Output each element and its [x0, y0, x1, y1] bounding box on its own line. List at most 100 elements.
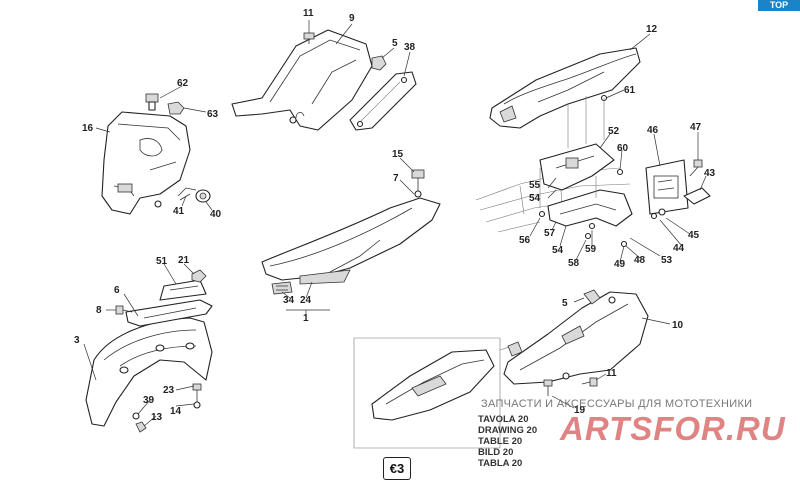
callout-14: 14: [170, 406, 182, 417]
caption-line: TABLE 20: [478, 436, 523, 447]
callout-58: 58: [568, 258, 580, 269]
callout-51: 51: [156, 256, 168, 267]
watermark-logo: ARTSFOR.RU: [560, 410, 786, 447]
callout-47: 47: [690, 122, 702, 133]
bolt-19: [543, 379, 553, 396]
caption-line: DRAWING 20: [478, 425, 538, 436]
bolt-44: [658, 208, 666, 216]
bolt-11-side: [581, 377, 598, 387]
rear-bracket-57: [547, 189, 633, 227]
callout-23: 23: [163, 385, 175, 396]
callout-49: 49: [614, 259, 626, 270]
caption-line: BILD 20: [478, 447, 514, 458]
callout-16: 16: [82, 123, 94, 134]
bolt-45: [650, 212, 658, 220]
fuel-cap: [145, 93, 159, 111]
screw-58: [584, 232, 592, 240]
side-panel-10: [503, 291, 649, 385]
callout-labels: 11 9 5 38 12 61 62 63 16 41 40 15 7 34 2…: [74, 8, 716, 423]
callout-53: 53: [661, 255, 673, 266]
washer-14: [193, 401, 201, 409]
top-corner-tab[interactable]: TOP: [758, 0, 800, 11]
callout-8: 8: [96, 305, 102, 316]
callout-9: 9: [349, 13, 355, 24]
callout-5-top: 5: [392, 38, 398, 49]
clip-5-side: [583, 289, 601, 305]
callout-10: 10: [672, 320, 684, 331]
callout-57: 57: [544, 228, 556, 239]
callout-55: 55: [529, 180, 541, 191]
panel-38: [349, 71, 417, 131]
rear-fender-12: [489, 47, 641, 129]
washer-59: [588, 222, 596, 230]
callout-41: 41: [173, 206, 185, 217]
assembly-guides: [539, 96, 605, 208]
callout-3: 3: [74, 335, 80, 346]
callout-48: 48: [634, 255, 646, 266]
callout-59: 59: [585, 244, 597, 255]
callout-62: 62: [177, 78, 189, 89]
drawing-caption: TAVOLA 20 DRAWING 20 TABLE 20 BILD 20 TA…: [478, 414, 537, 469]
detail-inset-box: [353, 337, 513, 449]
washer-48: [620, 240, 628, 248]
callout-38: 38: [404, 42, 416, 53]
callout-45: 45: [688, 230, 700, 241]
callout-46: 46: [647, 125, 659, 136]
caption-line: TAVOLA 20: [478, 414, 529, 425]
callout-54-upper: 54: [529, 193, 541, 204]
washer-small: [154, 200, 162, 208]
callout-61: 61: [624, 85, 636, 96]
callout-56: 56: [519, 235, 531, 246]
bolt-47: [689, 159, 703, 177]
callout-24: 24: [300, 295, 312, 306]
euro-badge: €3: [383, 457, 411, 480]
cap-bracket: [167, 101, 185, 115]
callout-12: 12: [646, 24, 658, 35]
number-plate-bracket-51: [159, 279, 207, 301]
bolt-23: [192, 383, 202, 402]
license-plate-holder-46: [645, 159, 689, 215]
washer-39: [132, 412, 140, 420]
callout-15: 15: [392, 149, 404, 160]
clip-5-top: [371, 55, 387, 71]
callout-34: 34: [283, 295, 295, 306]
callout-54-lower: 54: [552, 245, 564, 256]
callout-39: 39: [143, 395, 155, 406]
callout-43: 43: [704, 168, 716, 179]
fuel-tank-cover: [101, 111, 191, 215]
nut-21: [191, 269, 207, 283]
callout-21: 21: [178, 255, 190, 266]
callout-1: 1: [303, 313, 309, 324]
reflector-43: [683, 187, 711, 205]
callout-44: 44: [673, 243, 685, 254]
fender-bracket-6: [125, 299, 213, 327]
callout-6: 6: [114, 285, 120, 296]
seat-pad-34: [271, 281, 293, 295]
washer-60: [616, 168, 624, 176]
leader-lines: [83, 20, 707, 427]
callout-5-side: 5: [562, 298, 568, 309]
callout-13: 13: [151, 412, 163, 423]
bushing-40: [195, 189, 211, 203]
callout-60: 60: [617, 143, 629, 154]
subframe-plate-52: [539, 143, 615, 191]
washer-56: [538, 210, 546, 218]
clip-41: [177, 187, 197, 201]
seat: [261, 197, 441, 285]
front-fender: [85, 317, 213, 427]
callout-11-side: 11: [606, 368, 617, 379]
nut-13: [135, 421, 147, 433]
side-panel-9: [231, 29, 373, 131]
callout-19: 19: [574, 405, 586, 416]
callout-52: 52: [608, 126, 620, 137]
washer-7: [414, 190, 422, 198]
callout-7: 7: [393, 173, 399, 184]
watermark-tagline: ЗАПЧАСТИ И АКСЕССУАРЫ ДЛЯ МОТОТЕХНИКИ: [481, 398, 753, 410]
callout-40: 40: [210, 209, 222, 220]
caption-line: TABLA 20: [478, 458, 523, 469]
callout-11-top: 11: [303, 8, 314, 19]
seat-screw-15: [411, 169, 425, 192]
callout-63: 63: [207, 109, 219, 120]
inset-clip: [507, 341, 523, 357]
